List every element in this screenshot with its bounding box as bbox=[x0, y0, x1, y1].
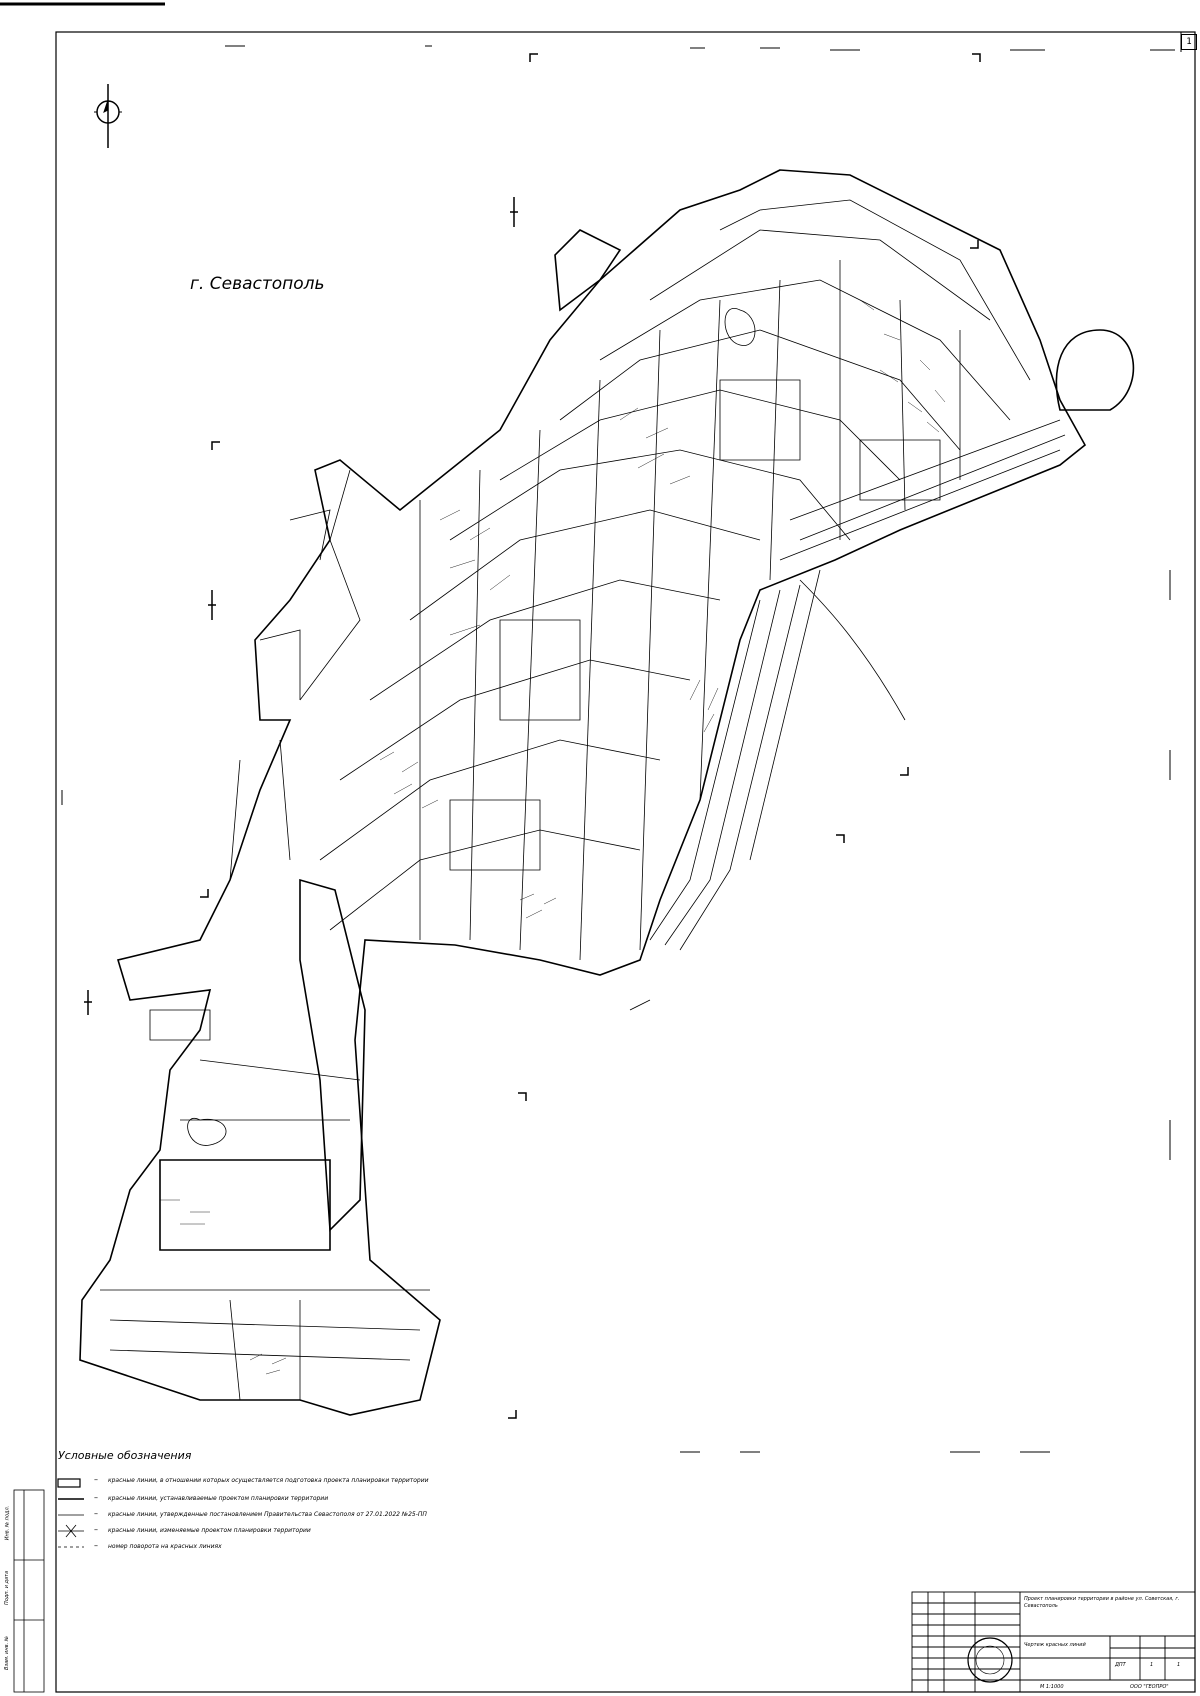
corner-marks bbox=[200, 53, 981, 1419]
sheet-frame bbox=[55, 31, 1196, 1693]
stage: ДПТ bbox=[1115, 1662, 1126, 1668]
legend-item: – красные линии, устанавливаемые проекто… bbox=[94, 1493, 329, 1502]
sheet-count: 1 bbox=[1177, 1662, 1181, 1668]
legend-symbols bbox=[57, 1478, 84, 1548]
seal-stamp bbox=[967, 1637, 1013, 1683]
organization: ООО "ГЕОПРО" bbox=[1130, 1684, 1169, 1690]
legend-item: – красные линии, утвержденные постановле… bbox=[94, 1509, 427, 1518]
dash-marks bbox=[61, 45, 1175, 1453]
side-stamp-label: Взам. инв. № bbox=[3, 1636, 10, 1670]
legend-item: – красные линии, изменяемые проектом пла… bbox=[94, 1525, 311, 1534]
axis-ticks bbox=[84, 197, 518, 1015]
map-detail bbox=[160, 299, 946, 1375]
legend-item-text: красные линии, утвержденные постановлени… bbox=[108, 1511, 427, 1518]
title-block bbox=[911, 1591, 1196, 1693]
side-stamp-label: Инв. № подл. bbox=[4, 1505, 11, 1541]
legend-item-text: номер поворота на красных линиях bbox=[108, 1543, 222, 1550]
sheet-number: 1 bbox=[1181, 34, 1197, 50]
legend-item: – номер поворота на красных линиях bbox=[94, 1541, 222, 1550]
side-stamp bbox=[13, 1489, 45, 1693]
territory-boundary bbox=[79, 169, 1135, 1416]
legend-title: Условные обозначения bbox=[58, 1449, 192, 1462]
parcel-lines bbox=[100, 199, 1066, 1401]
legend-item: – красные линии, в отношении которых осу… bbox=[94, 1475, 429, 1484]
legend-item-text: красные линии, в отношении которых осуще… bbox=[108, 1477, 429, 1484]
side-stamp-label: Подп. и дата bbox=[4, 1570, 11, 1606]
legend-item-text: красные линии, изменяемые проектом плани… bbox=[108, 1527, 311, 1534]
sheet-title: Чертеж красных линий bbox=[1024, 1642, 1086, 1648]
sheet-index: 1 bbox=[1150, 1662, 1154, 1668]
north-arrow-icon bbox=[94, 84, 122, 148]
project-name: Проект планировки территории в районе ул… bbox=[1024, 1596, 1180, 1609]
scale-label: М 1:1000 bbox=[1040, 1684, 1064, 1690]
legend-item-text: красные линии, устанавливаемые проектом … bbox=[108, 1495, 329, 1502]
place-label: г. Севастополь bbox=[190, 274, 325, 294]
